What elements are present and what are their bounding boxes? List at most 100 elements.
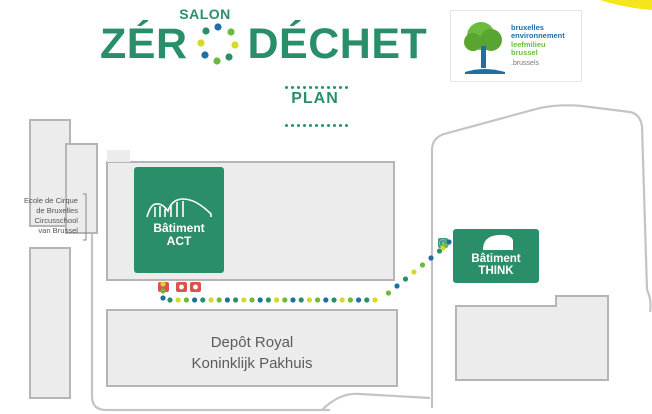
plan-dot — [327, 86, 330, 89]
plan-dot — [285, 86, 288, 89]
path-dot — [372, 297, 378, 303]
path-dot — [419, 262, 426, 268]
plan-label: PLAN — [291, 90, 339, 107]
path-dot — [241, 297, 247, 303]
svg-text:ⓘ: ⓘ — [439, 239, 447, 248]
path-dot — [249, 297, 255, 303]
path-dot — [224, 297, 230, 303]
sponsor-line1: bruxelles — [511, 23, 544, 32]
path-dot — [265, 297, 271, 303]
depot-label-line2: Koninklijk Pakhuis — [191, 355, 313, 372]
path-dot — [160, 295, 166, 301]
plan-dot — [315, 124, 318, 127]
batiment-act-block[interactable] — [134, 167, 224, 273]
plan-dot — [333, 124, 336, 127]
school-annex — [65, 143, 98, 234]
zero-waste-logo — [196, 23, 239, 65]
path-dot — [331, 297, 337, 303]
path-dot — [364, 297, 370, 303]
salon-label: SALON — [179, 6, 231, 22]
think-label-line2: THINK — [478, 265, 514, 277]
path-dot — [175, 297, 181, 303]
sponsor-line4: brussel — [511, 48, 538, 58]
tent-icon — [483, 234, 513, 250]
batiment-think-block[interactable] — [453, 229, 539, 283]
plan-dot — [321, 124, 324, 127]
hangar-icon — [146, 198, 212, 218]
act-label-line1: Bâtiment — [153, 221, 205, 235]
event-title: ZÉR DÉCHET — [100, 16, 427, 72]
path-dot — [160, 288, 166, 294]
path-dot — [347, 297, 353, 303]
site-boundary — [90, 104, 652, 412]
plan-dot — [303, 124, 306, 127]
plan-dot — [297, 86, 300, 89]
path-dot — [385, 290, 392, 296]
plan-dot — [285, 124, 288, 127]
sponsor-footer: .brussels — [511, 60, 540, 67]
plan-dot — [339, 86, 342, 89]
school-label-line: Ecole de Cirque — [23, 196, 78, 205]
sponsor-line3: leefmilieu — [511, 39, 546, 49]
school-label-line: van Brussel — [38, 226, 78, 235]
corner-accent — [600, 0, 652, 10]
path-dot — [436, 248, 443, 254]
path-dot — [428, 255, 434, 261]
title-left: ZÉR — [100, 20, 188, 68]
batiment-think-label: Bâtiment THINK — [453, 253, 539, 277]
path-dot — [160, 281, 166, 287]
depot-label: Depôt Royal Koninklijk Pakhuis — [107, 332, 397, 374]
school-label-line: de Bruxelles — [36, 206, 78, 215]
school-building — [29, 119, 71, 227]
path-dot — [339, 297, 345, 303]
path-dot — [167, 297, 173, 303]
walking-path — [160, 239, 452, 303]
plan-dot — [321, 86, 324, 89]
path-dot — [306, 297, 312, 303]
plan-dot — [291, 86, 294, 89]
path-dot — [282, 297, 288, 303]
right-building — [455, 295, 609, 381]
sponsor-line2: environnement — [511, 31, 565, 41]
path-dot — [323, 297, 329, 303]
title-right: DÉCHET — [247, 20, 428, 68]
plan-dot — [327, 124, 330, 127]
path-dot — [257, 297, 263, 303]
left-building — [29, 247, 71, 399]
plan-dot — [303, 86, 306, 89]
path-dot — [315, 297, 321, 303]
plan-dot — [291, 124, 294, 127]
path-dot — [216, 297, 222, 303]
path-dot — [200, 297, 206, 303]
path-dot — [208, 297, 214, 303]
think-label-line1: Bâtiment — [471, 253, 521, 265]
path-dot — [356, 297, 362, 303]
plan-dot — [309, 124, 312, 127]
depot-label-line1: Depôt Royal — [210, 334, 294, 351]
school-bracket — [83, 193, 87, 241]
path-dot — [298, 297, 304, 303]
batiment-act-label: Bâtiment ACT — [134, 222, 224, 248]
plan-dot — [309, 86, 312, 89]
path-dot — [402, 276, 409, 282]
depot-building — [106, 309, 398, 387]
plan-dot — [315, 86, 318, 89]
path-dot — [446, 239, 452, 245]
plan-dots-bottom — [285, 124, 349, 127]
path-dot — [233, 297, 239, 303]
plan-dot — [333, 86, 336, 89]
path-dot — [183, 297, 189, 303]
plan-dot — [297, 124, 300, 127]
tree-icon — [464, 22, 505, 74]
plan-dots-top — [285, 86, 349, 89]
path-dot — [290, 297, 296, 303]
school-label-line: Circusschool — [34, 216, 78, 225]
path-dot — [274, 297, 280, 303]
path-dot — [411, 269, 417, 275]
plan-dot — [345, 124, 348, 127]
plan-dot — [339, 124, 342, 127]
plan-dot — [345, 86, 348, 89]
path-dot — [192, 297, 198, 303]
path-dot — [394, 283, 400, 289]
